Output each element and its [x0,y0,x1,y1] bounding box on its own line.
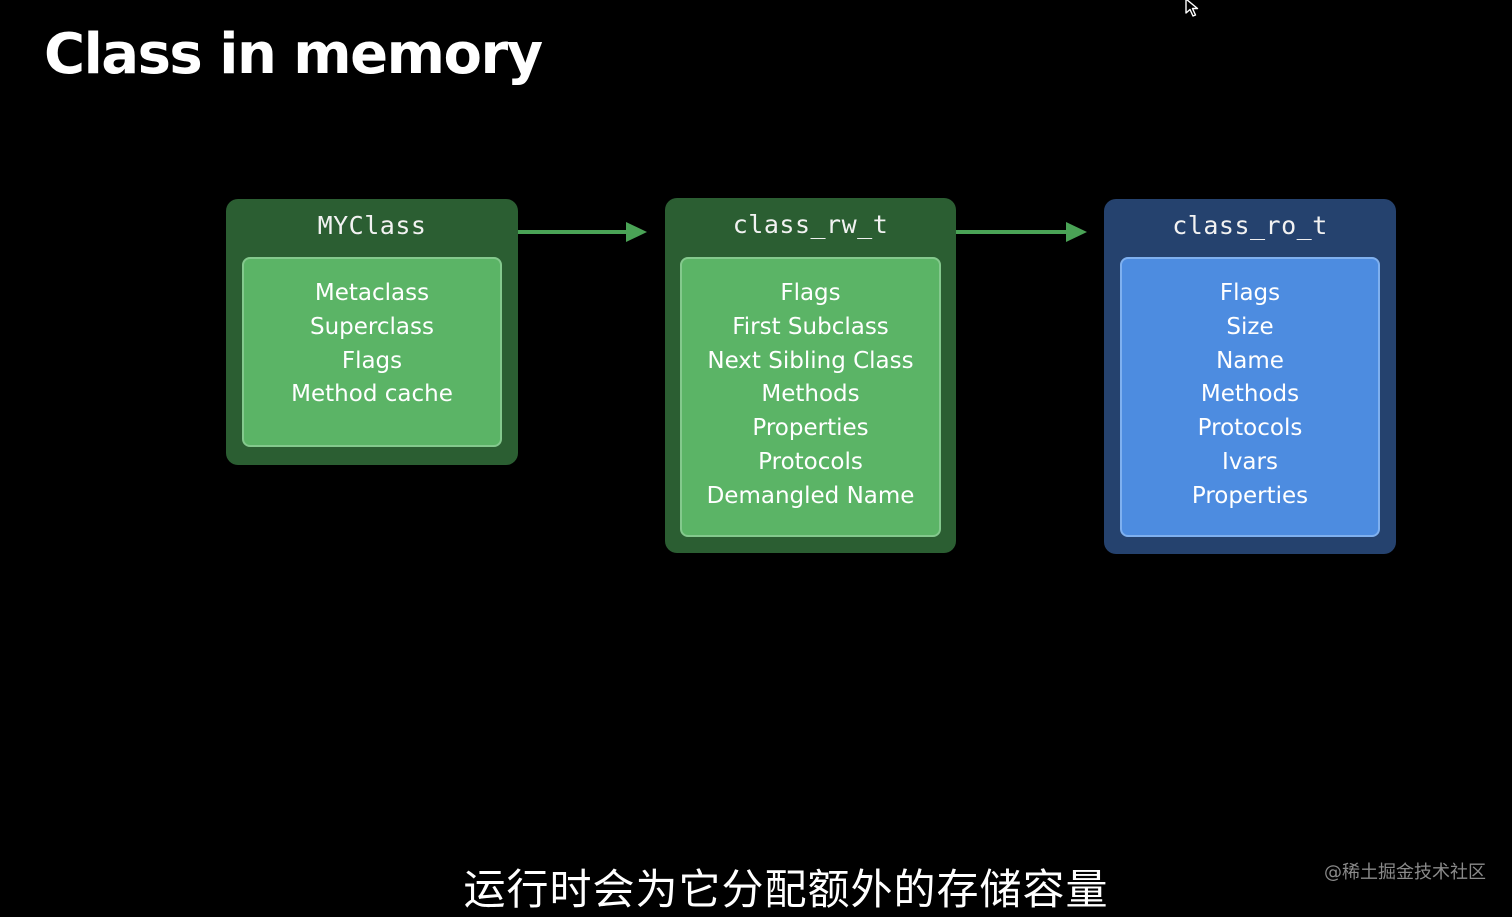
field-item: Name [1216,347,1284,374]
field-item: Properties [1191,482,1309,509]
box-title: MYClass [317,211,427,240]
box-title: class_ro_t [1172,211,1328,240]
video-subtitle: 运行时会为它分配额外的存储容量 [463,865,1109,914]
myclass-box: MYClass Metaclass Superclass Flags Metho… [226,199,518,465]
field-item: Metaclass [314,280,430,306]
field-item: Methods [1200,381,1300,408]
field-list: Flags First Subclass Next Sibling Class … [680,257,941,537]
field-item: Flags [1219,280,1281,306]
field-item: Ivars [1222,448,1278,475]
field-item: Next Sibling Class [707,347,914,374]
field-item: Demangled Name [706,482,915,509]
arrow-right-icon [956,222,1087,242]
field-item: Methods [761,381,860,408]
field-item: Size [1226,313,1274,340]
box-title: class_rw_t [732,210,889,239]
field-item: Method cache [291,381,453,408]
arrow-right-icon [518,222,647,242]
mouse-pointer-icon [1185,0,1199,17]
field-item: Flags [780,280,841,306]
field-item: Properties [752,415,869,442]
field-item: Superclass [310,313,434,340]
class-rw-t-box: class_rw_t Flags First Subclass Next Sib… [665,198,956,553]
class-ro-t-box: class_ro_t Flags Size Name Methods Proto… [1104,199,1396,554]
field-item: Protocols [1197,415,1303,442]
field-list: Metaclass Superclass Flags Method cache [242,257,502,447]
field-list: Flags Size Name Methods Protocols Ivars … [1120,257,1380,537]
slide-title: Class in memory [44,22,543,87]
field-item: Flags [341,347,403,374]
watermark: @稀土掘金技术社区 [1324,862,1486,883]
field-item: Protocols [758,448,863,475]
field-item: First Subclass [732,313,889,340]
